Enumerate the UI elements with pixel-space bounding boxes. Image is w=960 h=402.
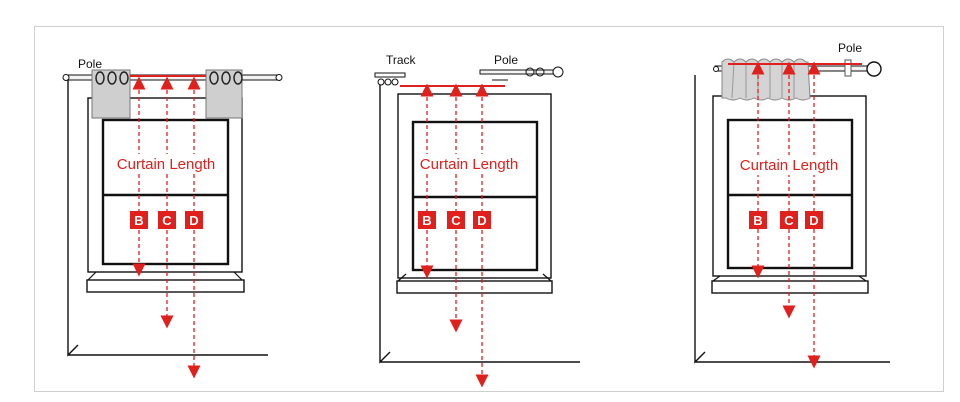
wall-outline (694, 75, 890, 364)
marker-d: D (809, 213, 818, 228)
panel-track-pole: Track Pole Curtain Length B C D (374, 53, 580, 388)
pole-ring (525, 67, 535, 77)
pole-finial (552, 66, 564, 78)
marker-c: C (784, 213, 794, 228)
curtain-length-caption: Curtain Length (420, 156, 518, 173)
track-runner (384, 78, 392, 86)
pole-bracket (844, 59, 852, 77)
marker-c-box (780, 211, 798, 229)
window-glass (101, 118, 230, 266)
marker-c-box (158, 211, 176, 229)
curtain-left (91, 69, 131, 119)
eyelet-ring (209, 71, 219, 85)
sill-edge (542, 273, 552, 282)
marker-b-box (749, 211, 767, 229)
sill-edge (858, 275, 867, 282)
marker-b-box (130, 211, 148, 229)
curtain-length-caption: Curtain Length (740, 157, 838, 174)
curtain-length-caption: Curtain Length (117, 156, 215, 173)
pole-finial (866, 61, 882, 77)
wall-outline (67, 80, 268, 357)
pole-finial (62, 74, 70, 81)
marker-c: C (162, 213, 172, 228)
marker-c-box (447, 211, 465, 229)
curtain-track (374, 72, 406, 78)
eyelet-ring (221, 71, 231, 85)
eyelet-ring (119, 71, 129, 85)
marker-c: C (451, 213, 461, 228)
pole-label: Pole (78, 57, 102, 71)
curtain-gathered-heading (721, 58, 811, 101)
window-sill (396, 280, 553, 294)
window-sill (711, 280, 869, 294)
marker-d-box (805, 211, 823, 229)
sill-edge (233, 271, 243, 281)
window-surround (712, 95, 867, 277)
eyelet-ring (233, 71, 243, 85)
track-runner (377, 78, 385, 86)
marker-d: D (189, 213, 198, 228)
window-surround (87, 97, 243, 273)
pole-label: Pole (494, 53, 518, 67)
pole-finial (275, 74, 283, 81)
curtain-pole (479, 69, 559, 75)
marker-b: B (753, 213, 762, 228)
pole-ring (535, 67, 545, 77)
marker-d-box (473, 211, 491, 229)
eyelet-ring (107, 71, 117, 85)
marker-b: B (134, 213, 143, 228)
track-label: Track (386, 53, 417, 67)
pole-finial (713, 66, 719, 72)
panel-pole-eyelet: Pole Curtain Length B C D (62, 57, 283, 379)
track-runner (391, 78, 399, 86)
sill-edge (712, 275, 721, 282)
curtain-right (205, 69, 243, 119)
sill-edge (397, 273, 407, 282)
window-sill (86, 279, 245, 293)
pole-label: Pole (838, 41, 862, 55)
marker-b-box (418, 211, 436, 229)
marker-b: B (422, 213, 431, 228)
sill-edge (87, 271, 97, 281)
marker-d: D (477, 213, 486, 228)
panel-pole-gathered: Pole Curtain Length B C D (694, 41, 890, 369)
marker-d-box (185, 211, 203, 229)
eyelet-ring (95, 71, 105, 85)
window-surround (397, 93, 552, 279)
